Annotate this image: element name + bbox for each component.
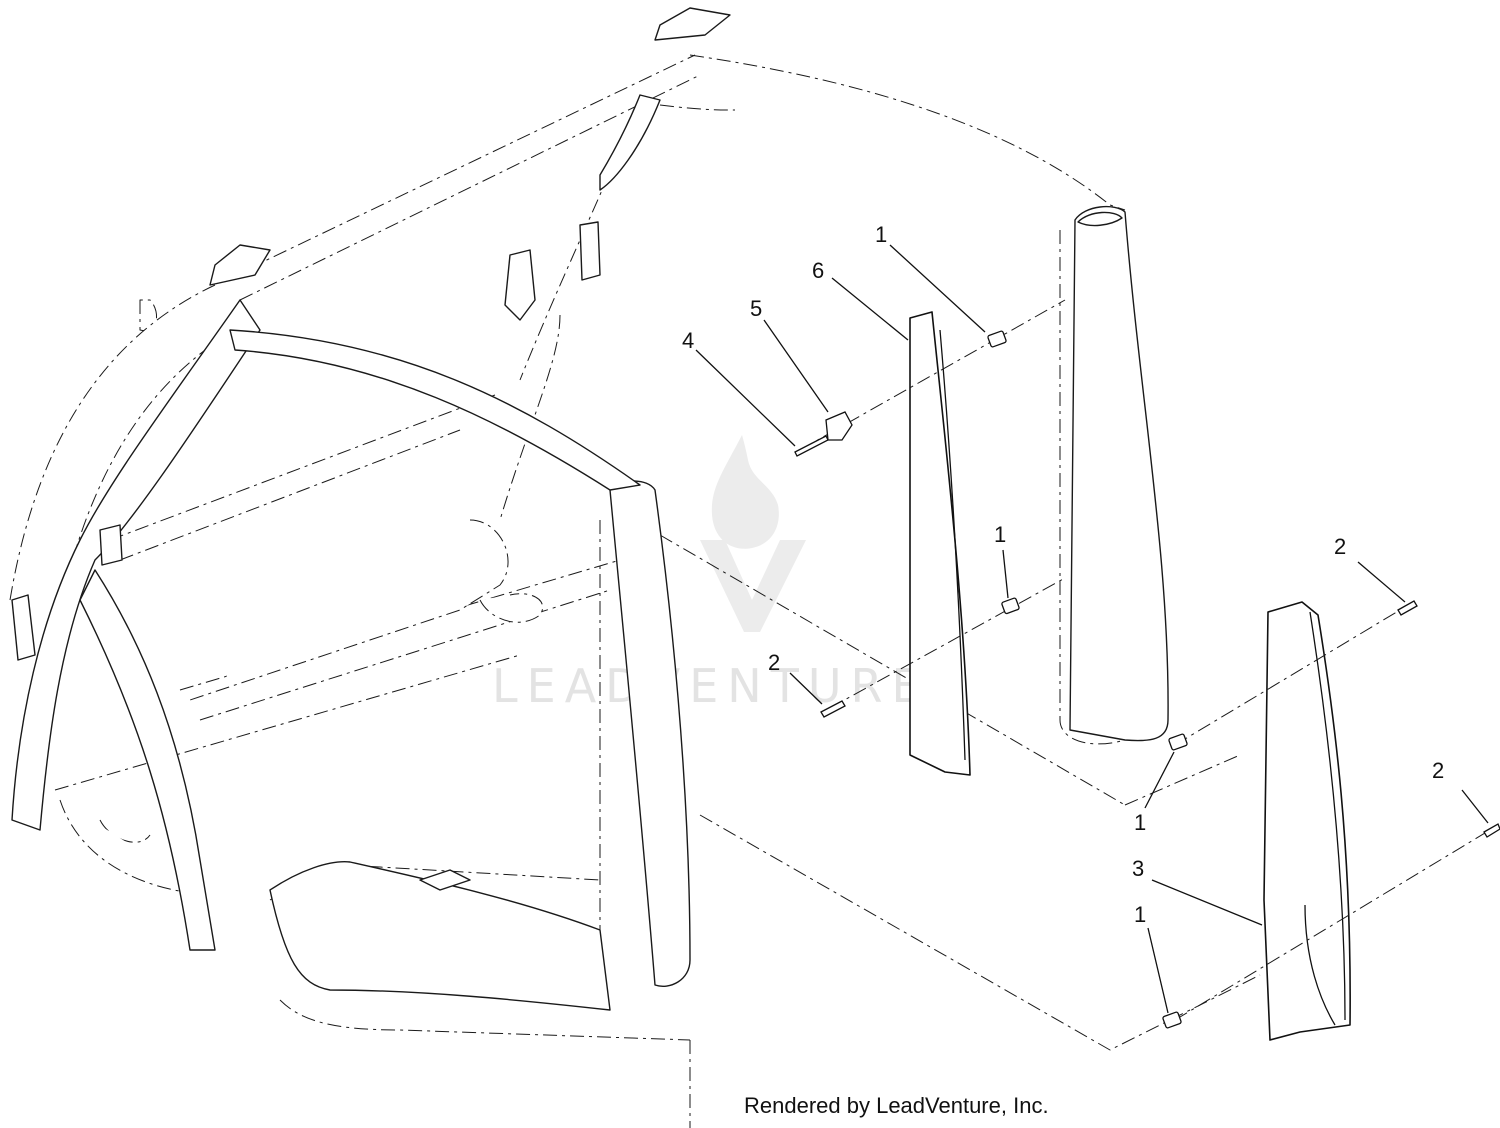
rear-left-hoop [79, 569, 216, 951]
hardware [794, 330, 1500, 1029]
rendered-by-credit: Rendered by LeadVenture, Inc. [744, 1093, 1049, 1118]
roof-diagonal-brace [599, 94, 661, 191]
callout-6: 6 [812, 258, 824, 283]
roof-bracket-front [654, 7, 731, 41]
left-side-tab [11, 594, 36, 661]
watermark: LEADVENTURE [492, 435, 930, 713]
roof-bracket-left [209, 244, 271, 286]
bracket-mid [504, 249, 536, 321]
callout-1-lower-right: 1 [1134, 810, 1146, 835]
callout-2-lower-right: 2 [1432, 758, 1444, 783]
part-2-pin-upper-right [1397, 600, 1418, 616]
assembly-centerlines [799, 299, 1491, 1021]
front-right-post [609, 480, 691, 987]
upper-crossbar [229, 329, 641, 491]
rear-right-post [1069, 205, 1169, 742]
callout-5: 5 [750, 296, 762, 321]
watermark-text: LEADVENTURE [492, 659, 930, 713]
watermark-v-icon [700, 540, 806, 632]
part-2-pin-left [820, 700, 846, 718]
callout-2-left: 2 [768, 650, 780, 675]
part-3-fold-line [1304, 904, 1336, 1026]
callout-1-middle: 1 [994, 522, 1006, 547]
rear-right-post-cap [1077, 211, 1123, 227]
hoop-bracket-left [99, 524, 123, 566]
callout-leaders [695, 244, 1489, 1014]
bracket-mid-right [579, 221, 601, 281]
part-1-clip-lower-right [1168, 733, 1188, 751]
watermark-flame-icon [711, 435, 779, 549]
part-4-screw [794, 435, 829, 457]
part-1-clip-middle [1001, 597, 1020, 615]
front-left-hoop [11, 299, 261, 831]
part-1-clip-bottom [1162, 1011, 1182, 1029]
part-3-edge-line [1309, 611, 1346, 1021]
cowl-clip [419, 869, 471, 891]
part-6-rear-post-trim [909, 311, 971, 776]
part-3-front-post-trim [1263, 601, 1351, 1041]
callout-4: 4 [682, 328, 694, 353]
callout-labels: 1 6 5 4 1 2 2 1 2 3 1 [682, 222, 1444, 927]
callout-1-bottom: 1 [1134, 902, 1146, 927]
cab-frame [11, 7, 1169, 1011]
callout-3: 3 [1132, 856, 1144, 881]
part-1-clip-upper [987, 330, 1007, 348]
cowl-panel [269, 861, 611, 1011]
part-5-bracket [825, 411, 853, 441]
callout-1-upper: 1 [875, 222, 887, 247]
part-6-edge-line [939, 329, 966, 761]
part-2-pin-lower-right [1483, 823, 1500, 838]
callout-2-upper-right: 2 [1334, 534, 1346, 559]
